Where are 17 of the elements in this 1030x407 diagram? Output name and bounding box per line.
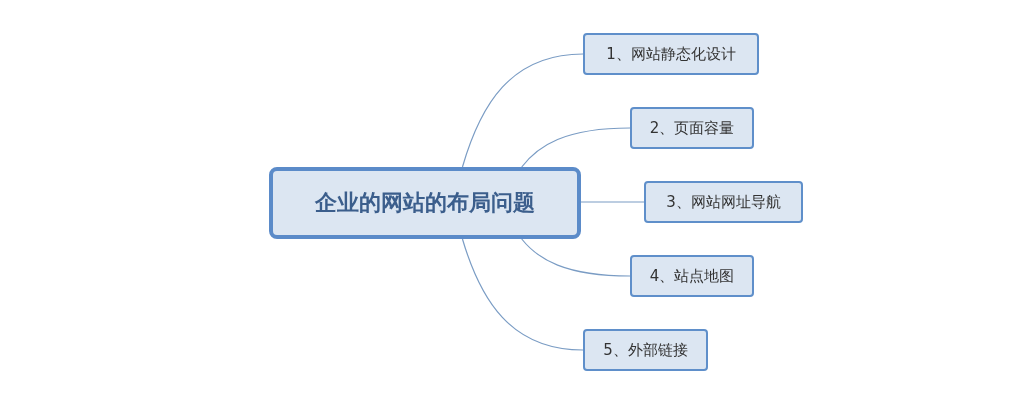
subtopic-box: [630, 255, 754, 297]
subtopic-box: [644, 181, 803, 223]
subtopic-text: 4、站点地图: [649, 266, 735, 286]
subtopic-text: 3、网站网址导航: [666, 192, 781, 212]
connector-line: [580, 201, 645, 203]
subtopic-box: [583, 329, 708, 371]
subtopic-text: 5、外部链接: [603, 340, 688, 360]
connector-line: [521, 127, 631, 168]
connector-line: [461, 238, 584, 351]
central-topic-box: [269, 167, 581, 239]
subtopic-text: 2、页面容量: [649, 118, 735, 138]
central-topic-text: 企业的网站的布局问题: [315, 189, 535, 217]
connector-line: [461, 53, 584, 168]
connector-line: [521, 238, 631, 277]
subtopic-text: 1、网站静态化设计: [606, 44, 736, 64]
subtopic-box: [630, 107, 754, 149]
subtopic-box: [583, 33, 759, 75]
